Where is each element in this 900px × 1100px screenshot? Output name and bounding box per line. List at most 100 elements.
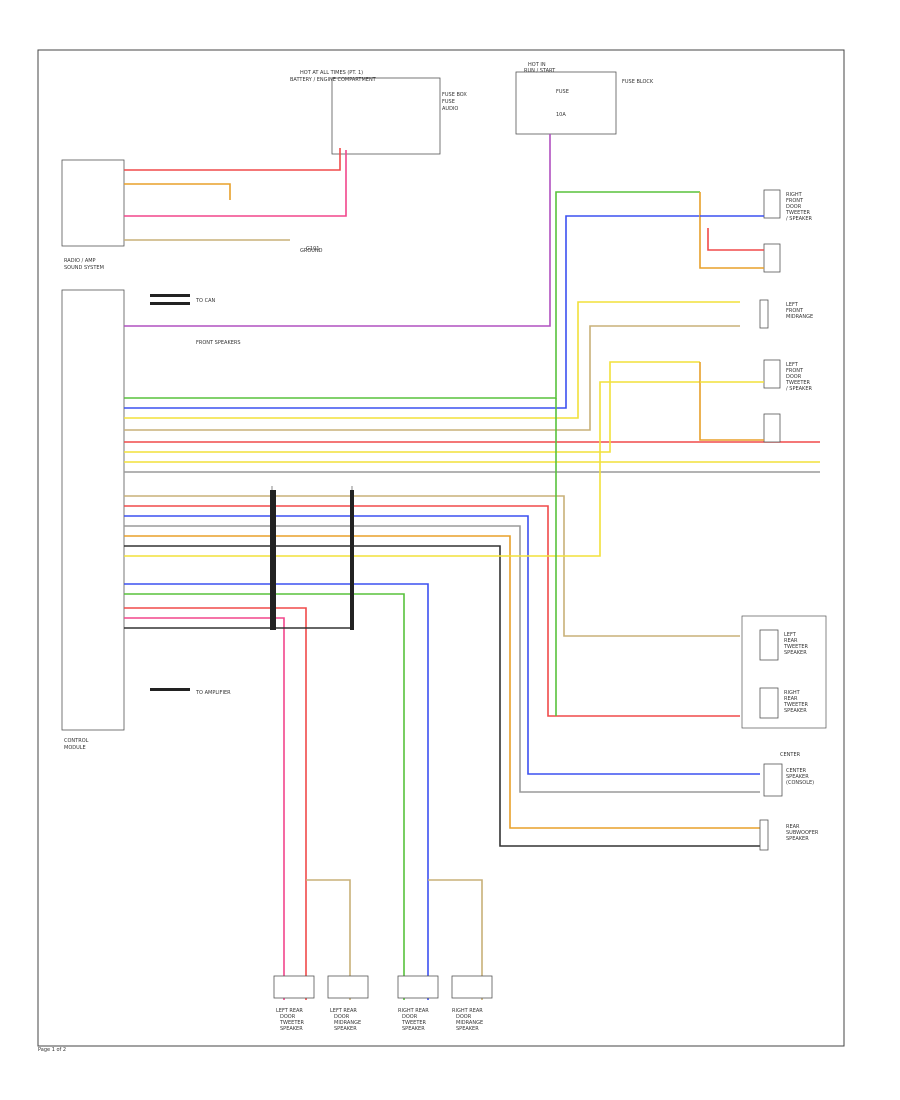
svg-text:TWEETER: TWEETER — [783, 644, 809, 650]
wire-orange-top — [124, 183, 231, 200]
wire-tan-rear-r — [428, 879, 483, 1000]
wire-green-1 — [124, 191, 700, 399]
svg-text:TWEETER: TWEETER — [783, 702, 809, 708]
page-label: Page 1 of 2 — [38, 1047, 67, 1053]
svg-text:CONTROL: CONTROL — [64, 738, 89, 744]
svg-text:FRONT SPEAKERS: FRONT SPEAKERS — [196, 340, 241, 346]
wire-black-2 — [124, 545, 760, 847]
svg-text:FRONT: FRONT — [786, 308, 804, 314]
wire-pink-rear — [124, 617, 285, 1000]
svg-text:TWEETER: TWEETER — [785, 380, 811, 386]
svg-text:AUDIO: AUDIO — [442, 106, 458, 112]
wire-blue-2 — [124, 515, 760, 775]
svg-text:DOOR: DOOR — [280, 1014, 296, 1020]
rear-left-tweeter: LEFT REAR TWEETER SPEAKER — [759, 629, 809, 661]
wire-red-2 — [124, 505, 740, 717]
svg-text:SPEAKER: SPEAKER — [456, 1026, 479, 1032]
svg-text:SPEAKER: SPEAKER — [334, 1026, 357, 1032]
svg-text:RUN / START: RUN / START — [524, 68, 556, 74]
svg-text:DOOR: DOOR — [334, 1014, 350, 1020]
svg-text:/ SPEAKER: / SPEAKER — [786, 216, 812, 222]
svg-text:SPEAKER: SPEAKER — [280, 1026, 303, 1032]
svg-text:CENTER: CENTER — [786, 768, 807, 774]
wire-yellow-1 — [124, 301, 740, 419]
misc-labels: TO CAN TO AMPLIFIER GROUND FRONT SPEAKER… — [195, 246, 323, 696]
wire-yellow-3 — [124, 381, 700, 557]
front-door-right-speaker: RIGHT FRONT DOOR TWEETER / SPEAKER — [763, 189, 812, 273]
svg-text:REAR: REAR — [784, 638, 798, 644]
right-rear-door-tweeter: RIGHT REAR DOOR TWEETER SPEAKER — [397, 975, 439, 1032]
right-rear-door-midrange: RIGHT REAR DOOR MIDRANGE SPEAKER — [451, 975, 493, 1032]
rear-right-tweeter: RIGHT REAR TWEETER SPEAKER — [759, 687, 809, 719]
svg-text:FUSE BOX: FUSE BOX — [442, 92, 467, 98]
svg-text:REAR: REAR — [784, 696, 798, 702]
wire-blue-1 — [124, 215, 700, 409]
svg-text:REAR: REAR — [786, 824, 800, 830]
fuse-block-text: HOT IN RUN / START FUSE FUSE BLOCK 10A — [524, 62, 654, 118]
power-distribution-box — [331, 77, 441, 155]
wire-tan-1 — [124, 325, 740, 431]
svg-text:LEFT: LEFT — [786, 362, 799, 368]
svg-text:(CONSOLE): (CONSOLE) — [786, 780, 814, 786]
diagram-frame — [37, 49, 845, 1047]
svg-text:RIGHT REAR: RIGHT REAR — [452, 1008, 483, 1014]
svg-text:DOOR: DOOR — [402, 1014, 418, 1020]
left-rear-door-tweeter: LEFT REAR DOOR TWEETER SPEAKER — [273, 975, 315, 1032]
svg-text:FUSE: FUSE — [556, 89, 569, 95]
radio-upper-section — [61, 159, 125, 247]
svg-text:10A: 10A — [556, 112, 566, 118]
svg-text:TO AMPLIFIER: TO AMPLIFIER — [195, 690, 231, 696]
wire-orange-2 — [124, 535, 760, 829]
wire-gray-2 — [124, 525, 760, 793]
svg-text:SPEAKER: SPEAKER — [786, 836, 809, 842]
wire-red-top — [124, 148, 341, 171]
svg-text:HOT IN: HOT IN — [528, 62, 546, 68]
svg-text:LEFT REAR: LEFT REAR — [330, 1008, 357, 1014]
svg-text:MIDRANGE: MIDRANGE — [786, 314, 813, 320]
left-rear-door-midrange: LEFT REAR DOOR MIDRANGE SPEAKER — [327, 975, 369, 1032]
svg-text:SOUND SYSTEM: SOUND SYSTEM — [64, 265, 104, 271]
wire-red-rf — [707, 228, 764, 251]
svg-text:SPEAKER: SPEAKER — [786, 774, 809, 780]
radio-main-section — [61, 289, 125, 731]
svg-text:LEFT: LEFT — [784, 632, 797, 638]
subwoofer-speaker: REAR SUBWOOFER SPEAKER — [759, 819, 819, 851]
svg-text:RADIO / AMP: RADIO / AMP — [64, 258, 96, 264]
svg-text:DOOR: DOOR — [786, 374, 802, 380]
svg-text:FRONT: FRONT — [786, 368, 804, 374]
wire-blue-rear — [124, 583, 429, 1000]
wire-yellow-2 — [124, 361, 700, 453]
svg-text:BATTERY / ENGINE COMPARTMENT: BATTERY / ENGINE COMPARTMENT — [290, 77, 377, 83]
wire-red-rear — [124, 607, 307, 1000]
wire-tan-rear-l — [306, 879, 351, 1000]
wire-pink-top — [124, 150, 347, 217]
svg-text:GROUND: GROUND — [300, 248, 323, 254]
center-speaker: CENTER CENTER SPEAKER (CONSOLE) — [763, 752, 814, 797]
svg-text:FUSE: FUSE — [442, 99, 455, 105]
svg-text:TWEETER: TWEETER — [785, 210, 811, 216]
svg-text:DOOR: DOOR — [456, 1014, 472, 1020]
rear-speaker-bracket — [741, 615, 827, 729]
radio-connector-pins — [150, 294, 354, 691]
svg-text:RIGHT: RIGHT — [786, 192, 803, 198]
left-front-midrange-speaker: LEFT FRONT MIDRANGE — [759, 299, 813, 329]
svg-text:TO CAN: TO CAN — [195, 298, 215, 304]
radio-text: RADIO / AMP SOUND SYSTEM CONTROL MODULE — [64, 258, 104, 751]
svg-text:MIDRANGE: MIDRANGE — [334, 1020, 361, 1026]
svg-text:SUBWOOFER: SUBWOOFER — [786, 830, 819, 836]
svg-text:FUSE BLOCK: FUSE BLOCK — [622, 79, 654, 85]
wire-tan-2 — [124, 495, 740, 637]
front-door-left-speaker: LEFT FRONT DOOR TWEETER / SPEAKER — [763, 359, 812, 443]
wire-orange-rf — [699, 192, 764, 269]
power-distribution-text: HOT AT ALL TIMES (PT. 1) BATTERY / ENGIN… — [290, 70, 467, 112]
wire-green-rear — [124, 593, 405, 1000]
fuse-block — [515, 71, 617, 135]
svg-text:MIDRANGE: MIDRANGE — [456, 1020, 483, 1026]
svg-text:G101: G101 — [306, 246, 319, 252]
wire-violet-fuse — [124, 134, 551, 327]
wire-orange-lf — [699, 362, 764, 441]
svg-text:TWEETER: TWEETER — [401, 1020, 427, 1026]
svg-text:SPEAKER: SPEAKER — [402, 1026, 425, 1032]
svg-text:DOOR: DOOR — [786, 204, 802, 210]
